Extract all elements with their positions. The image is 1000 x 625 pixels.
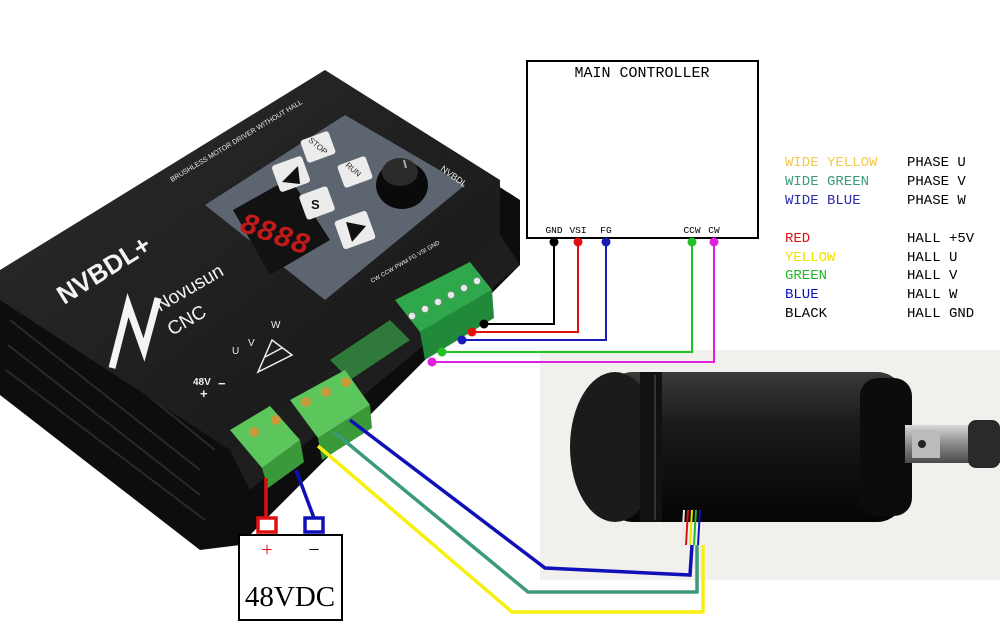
cw-dot-top [709, 237, 719, 247]
pin-label-cw: CW [708, 225, 720, 236]
legend-func-7: HALL GND [907, 306, 974, 322]
ccw-dot-terminal [437, 347, 447, 357]
phase-w-wire [348, 418, 694, 577]
battery-minus-terminal [303, 516, 325, 534]
main-controller-box [526, 60, 759, 239]
legend-func-2: PHASE W [907, 193, 966, 209]
phase-terminal-block [290, 370, 372, 460]
seven-segment-display [233, 178, 330, 275]
pin-label-gnd: GND [545, 225, 562, 236]
legend-wire-5: GREEN [785, 268, 827, 284]
pin-label-fg: FG [600, 225, 612, 236]
fg-dot-terminal [457, 335, 467, 345]
gnd-wire [484, 242, 555, 325]
legend-func-5: HALL V [907, 268, 958, 284]
main-controller-title: MAIN CONTROLLER [574, 65, 709, 82]
legend-func-4: HALL U [907, 250, 957, 266]
gnd-dot-top [549, 237, 559, 247]
signal-wires [432, 242, 715, 363]
pin-label-ccw: CCW [683, 225, 700, 236]
battery-box [238, 534, 343, 621]
battery-minus-wire [294, 469, 316, 519]
down-arrow-icon [346, 222, 366, 242]
run-button[interactable]: RUN [337, 156, 373, 189]
heatsink-fins [5, 299, 216, 521]
battery-label: 48VDC [245, 581, 335, 613]
legend-wire-6: BLUE [785, 287, 819, 303]
ccw-dot-top [687, 237, 697, 247]
driver-unit: BRUSHLESS MOTOR DRIVER WITHOUT HALL NVBD… [0, 70, 520, 550]
legend-func-1: PHASE V [907, 174, 966, 190]
motor-collar [640, 372, 662, 522]
legend-func-0: PHASE U [907, 155, 966, 171]
battery-plus-sign: + [261, 539, 272, 561]
vsi-dot-terminal [467, 327, 477, 337]
phase-symbol-icon [256, 338, 294, 374]
signal-terminal-block [395, 262, 494, 360]
shaft-collar-dark [968, 420, 1000, 468]
power-terminal-block [230, 406, 304, 488]
phase-wires [316, 418, 705, 614]
bldc-motor [570, 372, 1000, 546]
legend-wire-1: WIDE GREEN [785, 174, 869, 190]
legend-wire-0: WIDE YELLOW [785, 155, 878, 171]
ccw-wire [442, 242, 693, 353]
vsi-wire [472, 242, 579, 333]
battery-minus-sign: − [308, 539, 319, 561]
battery-plus-terminal [256, 516, 278, 534]
legend-wire-7: BLACK [785, 306, 828, 322]
phase-u-wire [316, 444, 705, 614]
down-button[interactable] [334, 210, 376, 250]
stop-button[interactable]: STOP [300, 131, 336, 164]
s-button[interactable]: S [298, 186, 335, 221]
phase-label-w: W [271, 320, 281, 331]
power-minus-label: − [218, 376, 226, 391]
fg-wire [462, 242, 607, 341]
fg-dot-top [601, 237, 611, 247]
s-button-label: S [311, 197, 320, 212]
legend-func-3: HALL +5V [907, 231, 975, 247]
vsi-dot-top [573, 237, 583, 247]
pcb-strip [330, 320, 410, 380]
phase-v-wire [332, 430, 699, 594]
up-arrow-icon [282, 166, 300, 184]
speed-knob[interactable] [376, 158, 428, 209]
pin-label-vsi: VSI [569, 225, 586, 236]
legend-wire-2: WIDE BLUE [785, 193, 861, 209]
cw-dot-terminal [427, 357, 437, 367]
cw-wire [432, 242, 715, 363]
phase-label-u: U [232, 346, 239, 357]
phase-label-v: V [248, 338, 255, 349]
main-controller: MAIN CONTROLLER GND VSI FG CCW CW [526, 60, 759, 239]
legend-wire-3: RED [785, 231, 810, 247]
gnd-dot-terminal [479, 319, 489, 329]
power-plus-label: + [200, 386, 208, 401]
battery: + − 48VDC [238, 469, 343, 621]
motor-end-cap [570, 372, 660, 522]
wire-legend: WIDE YELLOW PHASE U WIDE GREEN PHASE V W… [785, 155, 975, 322]
novusun-logo-icon [108, 292, 162, 369]
power-voltage-label: 48V [193, 377, 211, 388]
legend-func-6: HALL W [907, 287, 958, 303]
hall-cable [681, 509, 701, 546]
up-button[interactable] [271, 155, 311, 192]
signal-wire-dots [427, 237, 719, 367]
legend-wire-4: YELLOW [785, 250, 836, 266]
motor-front-ring [860, 378, 912, 516]
motor-body [605, 372, 905, 522]
